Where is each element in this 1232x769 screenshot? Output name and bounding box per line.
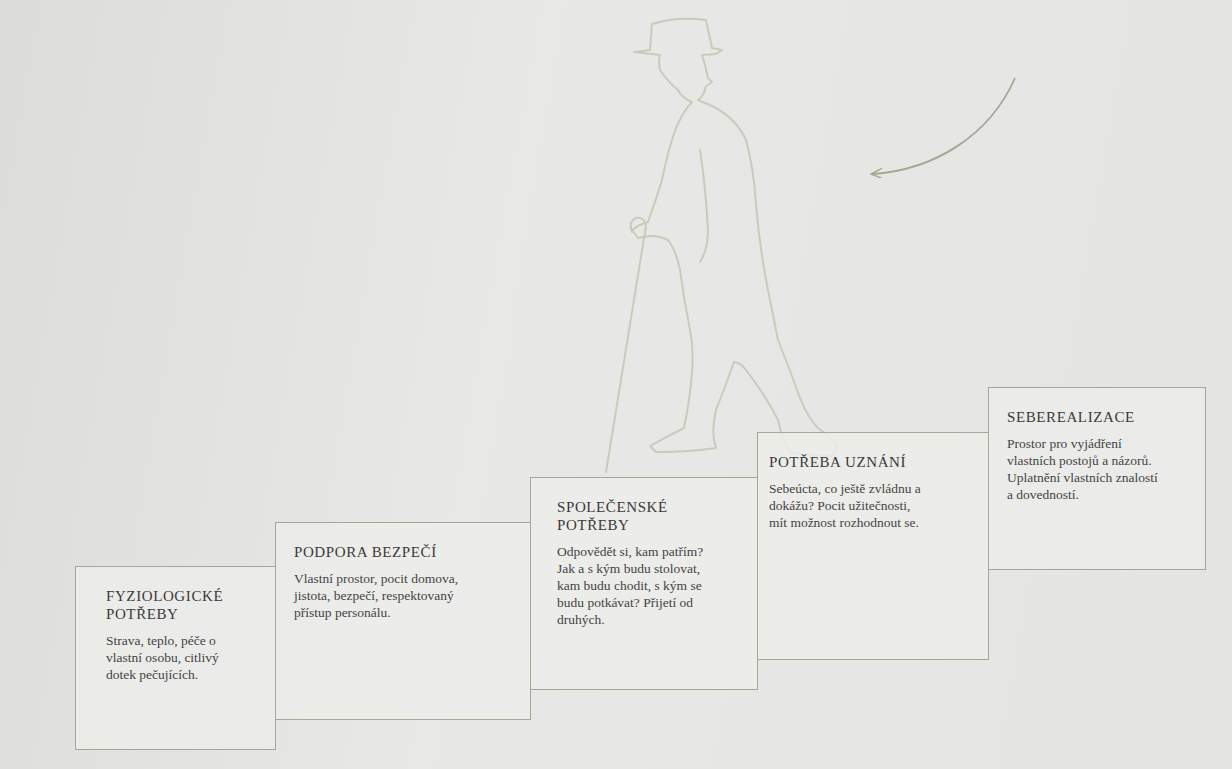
step-description: Strava, teplo, péče o vlastní osobu, cit… [106, 632, 235, 683]
need-step-box: SEBEREALIZACE Prostor pro vyjádření vlast… [988, 387, 1206, 570]
step-description: Vlastní prostor, pocit domova, jistota, … [294, 570, 460, 621]
step-description: Odpovědět si, kam patřím? Jak a s kým bu… [557, 543, 717, 628]
step-heading: SPOLEČENSKÉ POTŘEBY [557, 498, 717, 534]
step-description: Prostor pro vyjádření vlastních postojů … [1007, 435, 1160, 503]
need-step-box: FYZIOLOGICKÉ POTŘEBY Strava, teplo, péče … [75, 566, 276, 750]
need-step-box: SPOLEČENSKÉ POTŘEBY Odpovědět si, kam pat… [530, 477, 758, 690]
step-heading: FYZIOLOGICKÉ POTŘEBY [106, 587, 235, 623]
curved-arrow [872, 78, 1015, 174]
step-description: Sebeúcta, co ještě zvládnu a dokážu? Poc… [769, 480, 923, 531]
elderly-man-silhouette [606, 19, 838, 472]
need-step-box: PODPORA BEZPEČÍ Vlastní prostor, pocit do… [275, 522, 531, 720]
step-heading: POTŘEBA UZNÁNÍ [769, 453, 923, 471]
step-heading: SEBEREALIZACE [1007, 408, 1160, 426]
need-step-box: POTŘEBA UZNÁNÍ Sebeúcta, co ještě zvládnu… [757, 432, 989, 660]
step-heading: PODPORA BEZPEČÍ [294, 543, 460, 561]
